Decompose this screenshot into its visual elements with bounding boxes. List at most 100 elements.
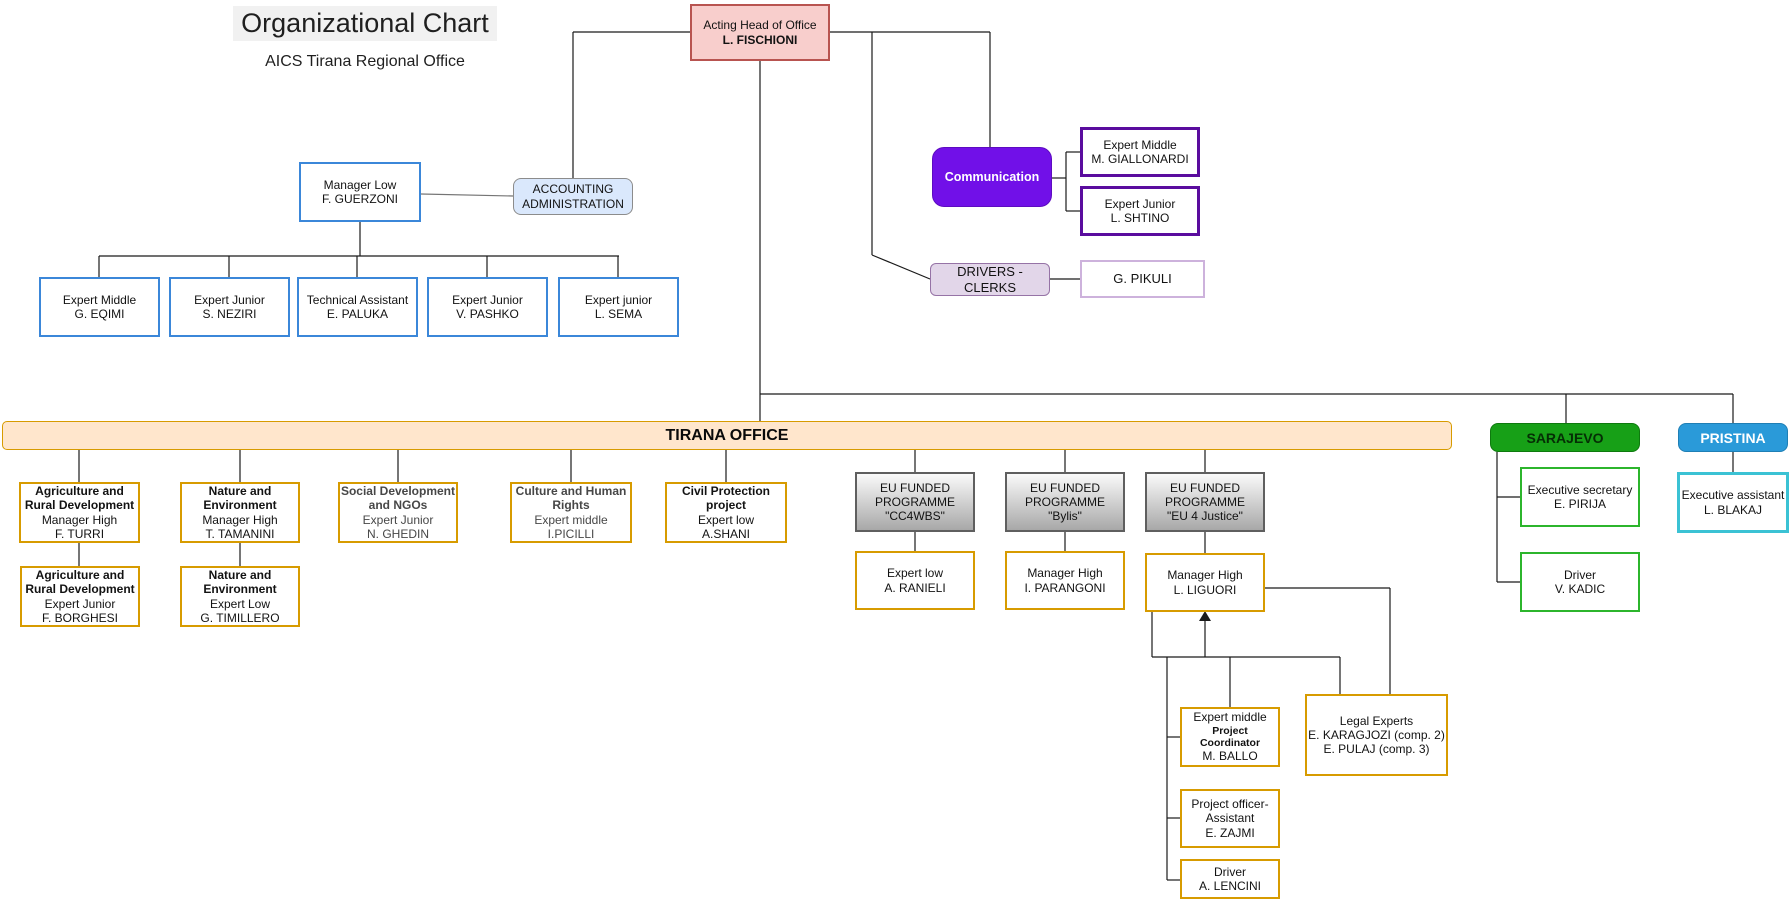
node-person: E. PALUKA <box>326 307 389 321</box>
node-a-ranieli[interactable]: Expert low A. RANIELI <box>855 551 975 610</box>
node-e-zajmi[interactable]: Project officer-Assistant E. ZAJMI <box>1180 789 1280 848</box>
tirana-office-banner[interactable]: TIRANA OFFICE <box>2 421 1452 450</box>
node-e-paluka[interactable]: Technical Assistant E. PALUKA <box>297 277 418 337</box>
banner-label: SARAJEVO <box>1526 429 1604 446</box>
dept-label: Agriculture and Rural Development <box>24 484 135 513</box>
dept-label: Civil Protection project <box>681 484 770 513</box>
node-title: Expert Junior <box>362 512 434 527</box>
node-e-pirija[interactable]: Executive secretary E. PIRIJA <box>1520 467 1640 527</box>
node-person: L. FISCHIONI <box>722 32 798 47</box>
node-person: E. PIRIJA <box>1553 497 1606 511</box>
node-title: Expert Junior <box>44 596 116 611</box>
node-person: G. TIMILLERO <box>200 610 280 625</box>
node-s-neziri[interactable]: Expert Junior S. NEZIRI <box>169 277 290 337</box>
node-accounting-administration[interactable]: ACCOUNTING ADMINISTRATION <box>513 178 633 215</box>
node-communication-unit[interactable]: Communication <box>932 147 1052 207</box>
node-person: V. PASHKO <box>456 307 519 321</box>
node-person: G. PIKULI <box>1113 271 1172 287</box>
node-l-liguori[interactable]: Manager High L. LIGUORI <box>1145 553 1265 612</box>
node-title: Manager High <box>41 512 118 527</box>
node-person: S. NEZIRI <box>202 307 257 321</box>
unit-label: Communication <box>944 169 1040 184</box>
arrowhead-icon <box>1199 611 1211 621</box>
node-title: Expert Middle <box>62 292 137 307</box>
node-person: M. GIALLONARDI <box>1091 152 1189 166</box>
node-title: Expert middle <box>534 512 608 527</box>
node-person: L. BLAKAJ <box>1703 502 1763 517</box>
node-title: Manager High <box>1027 566 1103 581</box>
node-person: N. GHEDIN <box>366 526 429 541</box>
node-i-parangoni[interactable]: Manager High I. PARANGONI <box>1005 551 1125 610</box>
node-acting-head[interactable]: Acting Head of Office L. FISCHIONI <box>690 4 830 61</box>
page-subtitle: AICS Tirana Regional Office <box>265 53 465 70</box>
dept-label: Nature and Environment <box>203 484 277 513</box>
programme-line: "Bylis" <box>1048 509 1082 524</box>
programme-line: "CC4WBS" <box>885 509 945 524</box>
programme-line: PROGRAMME <box>1024 494 1105 509</box>
node-n-ghedin[interactable]: Social Development and NGOs Expert Junio… <box>338 482 458 543</box>
programme-line: EU FUNDED <box>1029 480 1100 495</box>
node-eu-programme-cc4wbs[interactable]: EU FUNDED PROGRAMME "CC4WBS" <box>855 472 975 532</box>
node-v-pashko[interactable]: Expert Junior V. PASHKO <box>427 277 548 337</box>
node-person: A.SHANI <box>701 526 750 541</box>
node-person: I.PICILLI <box>547 526 595 541</box>
node-title: Expert Junior <box>1104 196 1176 211</box>
node-person: V. KADIC <box>1554 582 1606 596</box>
page-title: Organizational Chart <box>233 6 497 41</box>
node-m-ballo[interactable]: Expert middle Project Coordinator M. BAL… <box>1180 707 1280 767</box>
node-v-kadic[interactable]: Driver V. KADIC <box>1520 552 1640 612</box>
node-a-shani[interactable]: Civil Protection project Expert low A.SH… <box>665 482 787 543</box>
node-person: T. TAMANINI <box>205 526 275 541</box>
node-title: Executive secretary <box>1527 482 1633 497</box>
dept-label: Social Development and NGOs <box>340 484 456 513</box>
node-legal-experts[interactable]: Legal Experts E. KARAGJOZI (comp. 2) E. … <box>1305 694 1448 776</box>
node-role: Project Coordinator <box>1199 724 1261 749</box>
node-f-turri[interactable]: Agriculture and Rural Development Manage… <box>19 482 140 543</box>
programme-line: PROGRAMME <box>1164 494 1245 509</box>
node-person: L. SHTINO <box>1110 211 1170 225</box>
node-person: E. KARAGJOZI (comp. 2) <box>1308 727 1445 742</box>
node-g-pikuli[interactable]: G. PIKULI <box>1080 260 1205 298</box>
node-title: Expert Low <box>209 596 271 611</box>
banner-label: TIRANA OFFICE <box>665 426 789 444</box>
sarajevo-office-banner[interactable]: SARAJEVO <box>1490 423 1640 452</box>
node-g-timillero[interactable]: Nature and Environment Expert Low G. TIM… <box>180 566 300 627</box>
node-l-blakaj[interactable]: Executive assistant L. BLAKAJ <box>1677 472 1789 533</box>
node-f-borghesi[interactable]: Agriculture and Rural Development Expert… <box>20 566 140 627</box>
programme-line: EU FUNDED <box>1169 480 1240 495</box>
programme-line: "EU 4 Justice" <box>1167 509 1243 524</box>
node-g-eqimi[interactable]: Expert Middle G. EQIMI <box>39 277 160 337</box>
node-eu-programme-eu4justice[interactable]: EU FUNDED PROGRAMME "EU 4 Justice" <box>1145 472 1265 532</box>
unit-label: ACCOUNTING ADMINISTRATION <box>522 182 624 211</box>
node-title: Acting Head of Office <box>703 18 817 33</box>
node-t-tamanini[interactable]: Nature and Environment Manager High T. T… <box>180 482 300 543</box>
node-title: Manager High <box>202 512 278 527</box>
node-a-lencini[interactable]: Driver A. LENCINI <box>1180 859 1280 899</box>
programme-line: EU FUNDED <box>879 480 950 495</box>
node-drivers-clerks-unit[interactable]: DRIVERS - CLERKS <box>930 263 1050 296</box>
node-person: L. SEMA <box>594 307 643 321</box>
dept-label: Agriculture and Rural Development <box>25 568 135 597</box>
node-title: Manager Low <box>323 177 397 192</box>
node-title: Technical Assistant <box>306 292 409 307</box>
node-person: I. PARANGONI <box>1024 580 1106 595</box>
node-title: Manager High <box>1167 568 1243 583</box>
banner-label: PRISTINA <box>1700 429 1766 446</box>
node-l-shtino[interactable]: Expert Junior L. SHTINO <box>1080 186 1200 236</box>
node-person: L. LIGUORI <box>1173 582 1237 597</box>
node-title: Expert Junior <box>194 292 265 307</box>
programme-line: PROGRAMME <box>874 494 955 509</box>
node-i-picilli[interactable]: Culture and Human Rights Expert middle I… <box>510 482 632 543</box>
node-m-giallonardi[interactable]: Expert Middle M. GIALLONARDI <box>1080 127 1200 177</box>
node-title: Driver <box>1214 864 1246 879</box>
pristina-office-banner[interactable]: PRISTINA <box>1678 423 1788 452</box>
node-person: E. ZAJMI <box>1205 825 1255 840</box>
node-person: F. GUERZONI <box>321 192 398 206</box>
node-person: A. LENCINI <box>1198 879 1261 893</box>
node-manager-low[interactable]: Manager Low F. GUERZONI <box>299 162 421 222</box>
node-eu-programme-bylis[interactable]: EU FUNDED PROGRAMME "Bylis" <box>1005 472 1125 532</box>
node-l-sema[interactable]: Expert junior L. SEMA <box>558 277 679 337</box>
node-title: Driver <box>1564 567 1596 582</box>
node-title: Expert low <box>886 566 944 581</box>
